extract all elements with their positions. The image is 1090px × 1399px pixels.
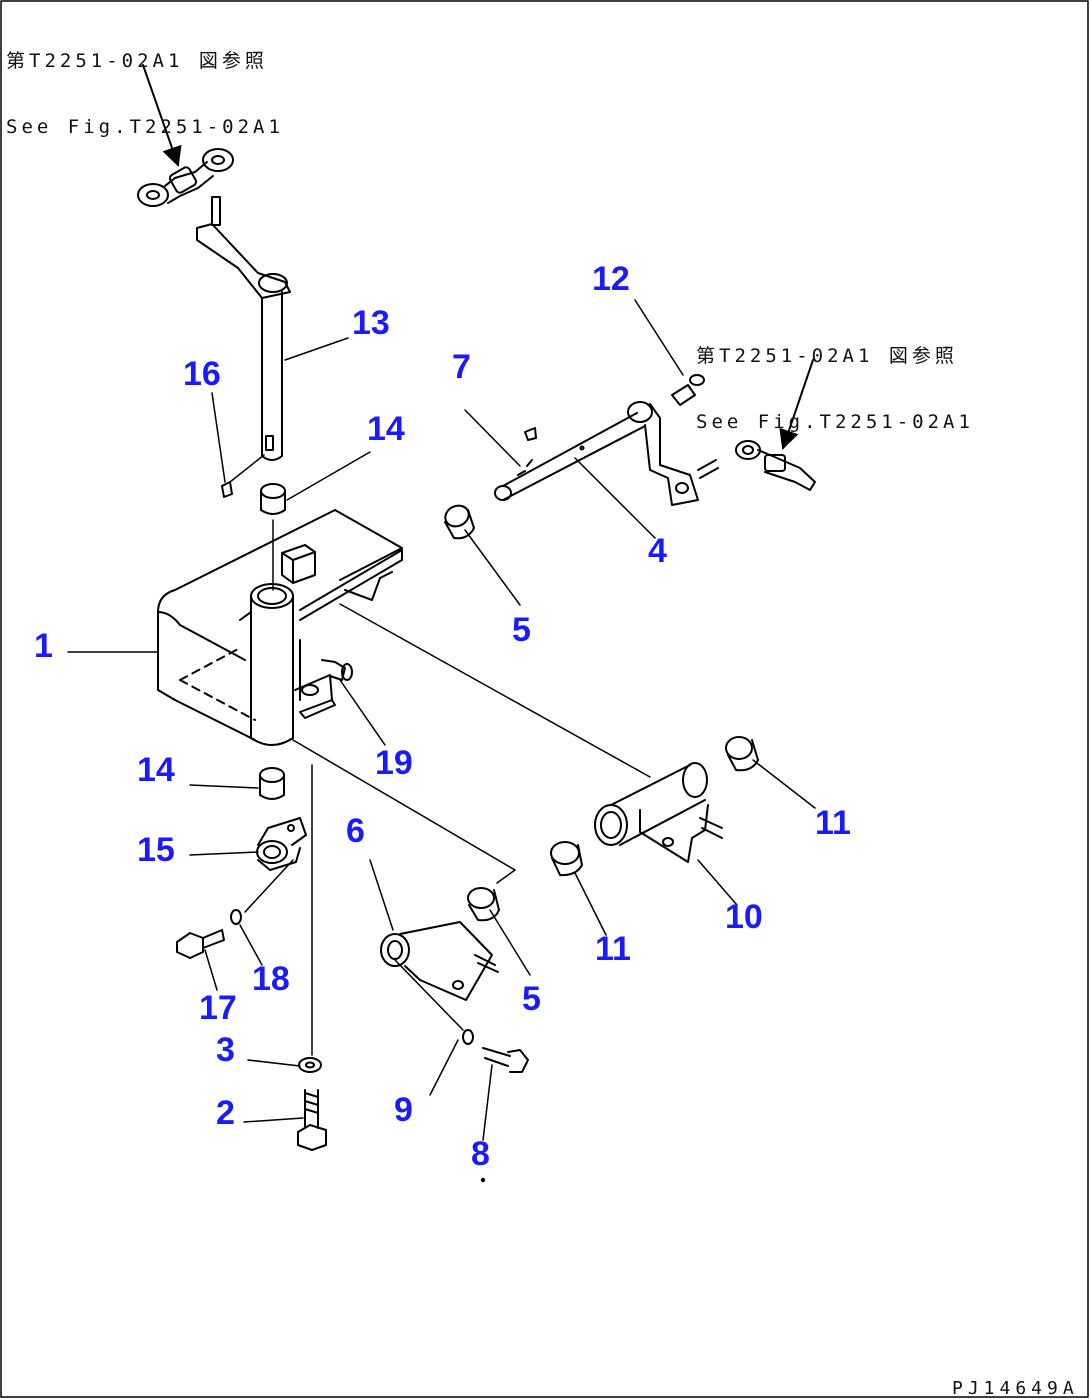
- part-15-clamp: [256, 817, 307, 871]
- part-17-bolt: [176, 929, 225, 959]
- assembly-line-to-18: [244, 859, 294, 913]
- callout-5-lower: 5: [522, 980, 541, 1018]
- part-14-bushing-upper: [260, 483, 286, 515]
- assembly-line-to-7: [464, 409, 521, 467]
- part-11-bushing-right: [725, 736, 759, 772]
- leader-lines: [67, 299, 816, 1141]
- callout-11-right: 11: [815, 804, 851, 842]
- callout-14-lower: 14: [137, 751, 175, 789]
- part-16-pin: [221, 481, 233, 498]
- part-6-lever: [380, 921, 499, 1001]
- assembly-line-to-5: [496, 869, 516, 884]
- callout-5-upper: 5: [512, 611, 531, 649]
- drawing-id: PJ14649A: [952, 1378, 1079, 1399]
- part-8-bolt: [482, 1047, 529, 1073]
- callout-12: 12: [592, 260, 630, 298]
- part-14-bushing-lower: [259, 767, 285, 800]
- reference-note-right-line1: 第T2251-02A1 図参照: [696, 345, 958, 367]
- callout-9: 9: [394, 1091, 413, 1129]
- stray-mark: [480, 1177, 486, 1183]
- part-2-bolt: [297, 1089, 327, 1151]
- ref-arrow-right: [779, 359, 814, 450]
- rod-end-left: [137, 148, 234, 207]
- rod-end-right: [735, 440, 816, 491]
- reference-note-right-line2: See Fig.T2251-02A1: [696, 411, 974, 433]
- part-18-washer: [230, 909, 242, 925]
- callout-7: 7: [452, 348, 471, 386]
- part-10-tube-bracket: [594, 762, 723, 863]
- callout-6: 6: [346, 812, 365, 850]
- part-12-grease-fitting: [671, 374, 705, 406]
- callout-4: 4: [648, 532, 667, 570]
- reference-note-left-line1: 第T2251-02A1 図参照: [6, 50, 268, 72]
- callout-14-upper: 14: [367, 410, 405, 448]
- callout-13: 13: [352, 304, 390, 342]
- reference-note-left: 第T2251-02A1 図参照 See Fig.T2251-02A1: [6, 6, 284, 182]
- part-3-washer: [298, 1057, 322, 1073]
- reference-note-left-line2: See Fig.T2251-02A1: [6, 116, 284, 138]
- callout-2: 2: [216, 1094, 235, 1132]
- callout-8: 8: [471, 1135, 490, 1173]
- part-11-bushing-mid: [550, 841, 583, 877]
- part-19-grease-fitting: [321, 659, 353, 681]
- ref-arrow-left: [142, 64, 182, 167]
- part-1-bracket: [157, 509, 403, 741]
- assembly-line-to-10: [339, 603, 651, 778]
- callout-3: 3: [216, 1031, 235, 1069]
- callout-10: 10: [725, 898, 763, 936]
- part-5-bushing-upper: [444, 504, 475, 540]
- callout-18: 18: [252, 960, 290, 998]
- reference-note-right: 第T2251-02A1 図参照 See Fig.T2251-02A1: [696, 301, 974, 477]
- part-5-bushing-lower: [467, 887, 500, 922]
- callout-17: 17: [199, 989, 237, 1027]
- part-4-shaft: [494, 401, 719, 506]
- assembly-line-to-9: [394, 959, 464, 1031]
- callout-15: 15: [137, 831, 175, 869]
- callout-16: 16: [183, 355, 221, 393]
- part-9-washer: [462, 1029, 474, 1045]
- callout-19: 19: [375, 744, 413, 782]
- callout-1: 1: [34, 627, 53, 665]
- part-13-lever-shaft: [196, 196, 291, 461]
- callout-11-mid: 11: [595, 930, 631, 968]
- assembly-line-to-6: [292, 739, 516, 871]
- part-7-pin: [524, 427, 537, 441]
- part-1-boss: [239, 583, 294, 746]
